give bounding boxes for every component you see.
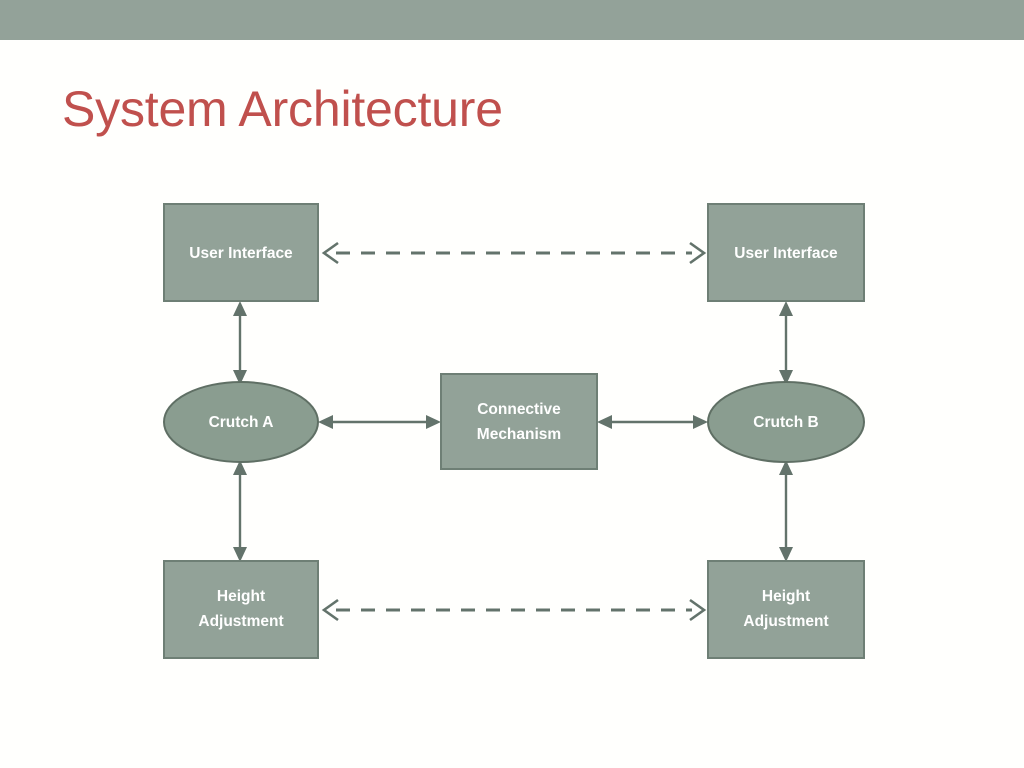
connector-ui-left-to-crutch-a (233, 301, 247, 385)
arrowhead-up-icon (233, 301, 247, 316)
connector-crutch-a-to-connective-mechanism (318, 415, 441, 429)
node-height-adjustment-left[interactable]: Height Adjustment (163, 560, 319, 659)
connector-crutch-b-to-height-adjustment-right (779, 460, 793, 562)
arrowhead-right-open-icon (689, 598, 707, 622)
arrowhead-left-open-icon (321, 241, 339, 265)
node-connective-mechanism[interactable]: Connective Mechanism (440, 373, 598, 470)
arrowhead-left-icon (597, 415, 612, 429)
arrowhead-down-icon (233, 547, 247, 562)
arrowhead-left-open-icon (321, 598, 339, 622)
connector-ui-right-to-crutch-b (779, 301, 793, 385)
connector-connective-mechanism-to-crutch-b (597, 415, 708, 429)
node-crutch-b[interactable]: Crutch B (707, 381, 865, 463)
node-shape-rectangle[interactable] (440, 373, 598, 470)
node-shape-rectangle[interactable] (707, 560, 865, 659)
node-crutch-a[interactable]: Crutch A (163, 381, 319, 463)
arrowhead-left-icon (318, 415, 333, 429)
node-shape-ellipse[interactable] (163, 381, 319, 463)
node-shape-rectangle[interactable] (163, 560, 319, 659)
top-banner-bar (0, 0, 1024, 40)
arrowhead-up-icon (779, 301, 793, 316)
node-shape-rectangle[interactable] (707, 203, 865, 302)
connector-crutch-a-to-height-adjustment-left (233, 460, 247, 562)
page-title: System Architecture (62, 81, 503, 137)
arrowhead-right-icon (693, 415, 708, 429)
connector-height-adjustment-left-to-right (321, 598, 707, 622)
node-shape-rectangle[interactable] (163, 203, 319, 302)
arrowhead-up-icon (233, 460, 247, 475)
connector-ui-left-to-ui-right (321, 241, 707, 265)
node-height-adjustment-right[interactable]: Height Adjustment (707, 560, 865, 659)
arrowhead-down-icon (779, 370, 793, 385)
arrowhead-down-icon (233, 370, 247, 385)
arrowhead-right-open-icon (689, 241, 707, 265)
node-ui-right[interactable]: User Interface (707, 203, 865, 302)
arrowhead-right-icon (426, 415, 441, 429)
arrowhead-down-icon (779, 547, 793, 562)
node-ui-left[interactable]: User Interface (163, 203, 319, 302)
node-shape-ellipse[interactable] (707, 381, 865, 463)
arrowhead-up-icon (779, 460, 793, 475)
